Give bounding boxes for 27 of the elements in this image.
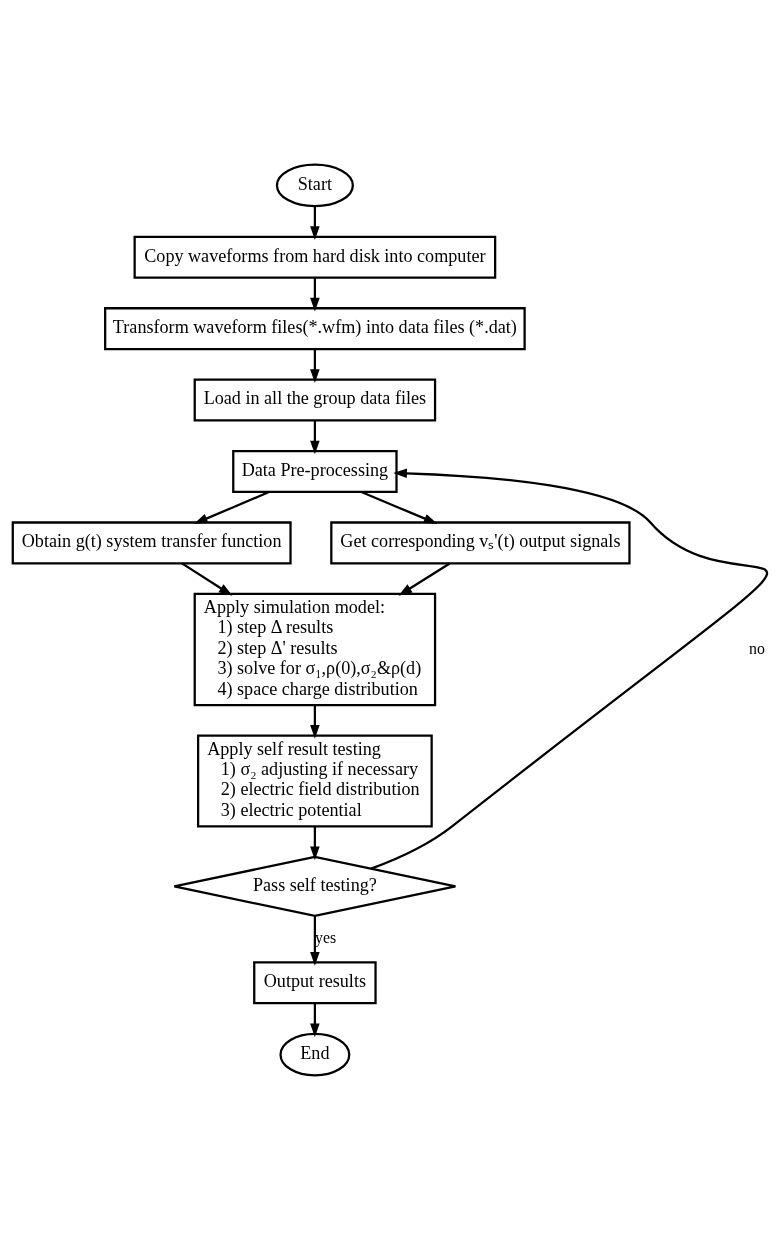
- arrow: [310, 348, 320, 383]
- node-box: Apply self result testing 1) σ₂ adjusting if necessary 2) electric field distribution 3) electric potential: [197, 734, 433, 827]
- arrow: [310, 825, 320, 860]
- arrow: [310, 277, 320, 312]
- node-diamond: Pass self testing?: [173, 855, 457, 917]
- node-box: Copy waveforms from hard disk into computer: [133, 235, 497, 279]
- node-ellipse: End: [279, 1032, 351, 1076]
- arrow: [361, 490, 438, 524]
- arrow: [310, 205, 320, 240]
- node-box: Obtain g(t) system transfer function: [11, 520, 292, 564]
- arrow: [370, 468, 766, 870]
- node-box: Apply simulation model: 1) step Δ results 2) step Δ' results 3) solve for σ₁,ρ(0),σ₂&ρ(d) 4) space charge distribution: [193, 592, 437, 706]
- arrow: [310, 704, 320, 739]
- arrow: [310, 420, 320, 454]
- arrow: [310, 915, 320, 966]
- edge-label: yes: [315, 928, 337, 946]
- node-box: Output results: [253, 960, 377, 1004]
- node-box: Data Pre-processing: [232, 449, 398, 493]
- arrow: [181, 561, 233, 596]
- arrow: [398, 561, 451, 596]
- arrow: [194, 490, 270, 524]
- edge-label: no: [749, 639, 765, 657]
- node-box: Transform waveform files(*.wfm) into data files (*.dat): [104, 306, 526, 350]
- node-ellipse: Start: [275, 163, 354, 207]
- node-box: Load in all the group data files: [193, 378, 437, 422]
- node-box: Get corresponding vₛ'(t) output signals: [330, 520, 631, 564]
- arrow: [310, 1002, 320, 1037]
